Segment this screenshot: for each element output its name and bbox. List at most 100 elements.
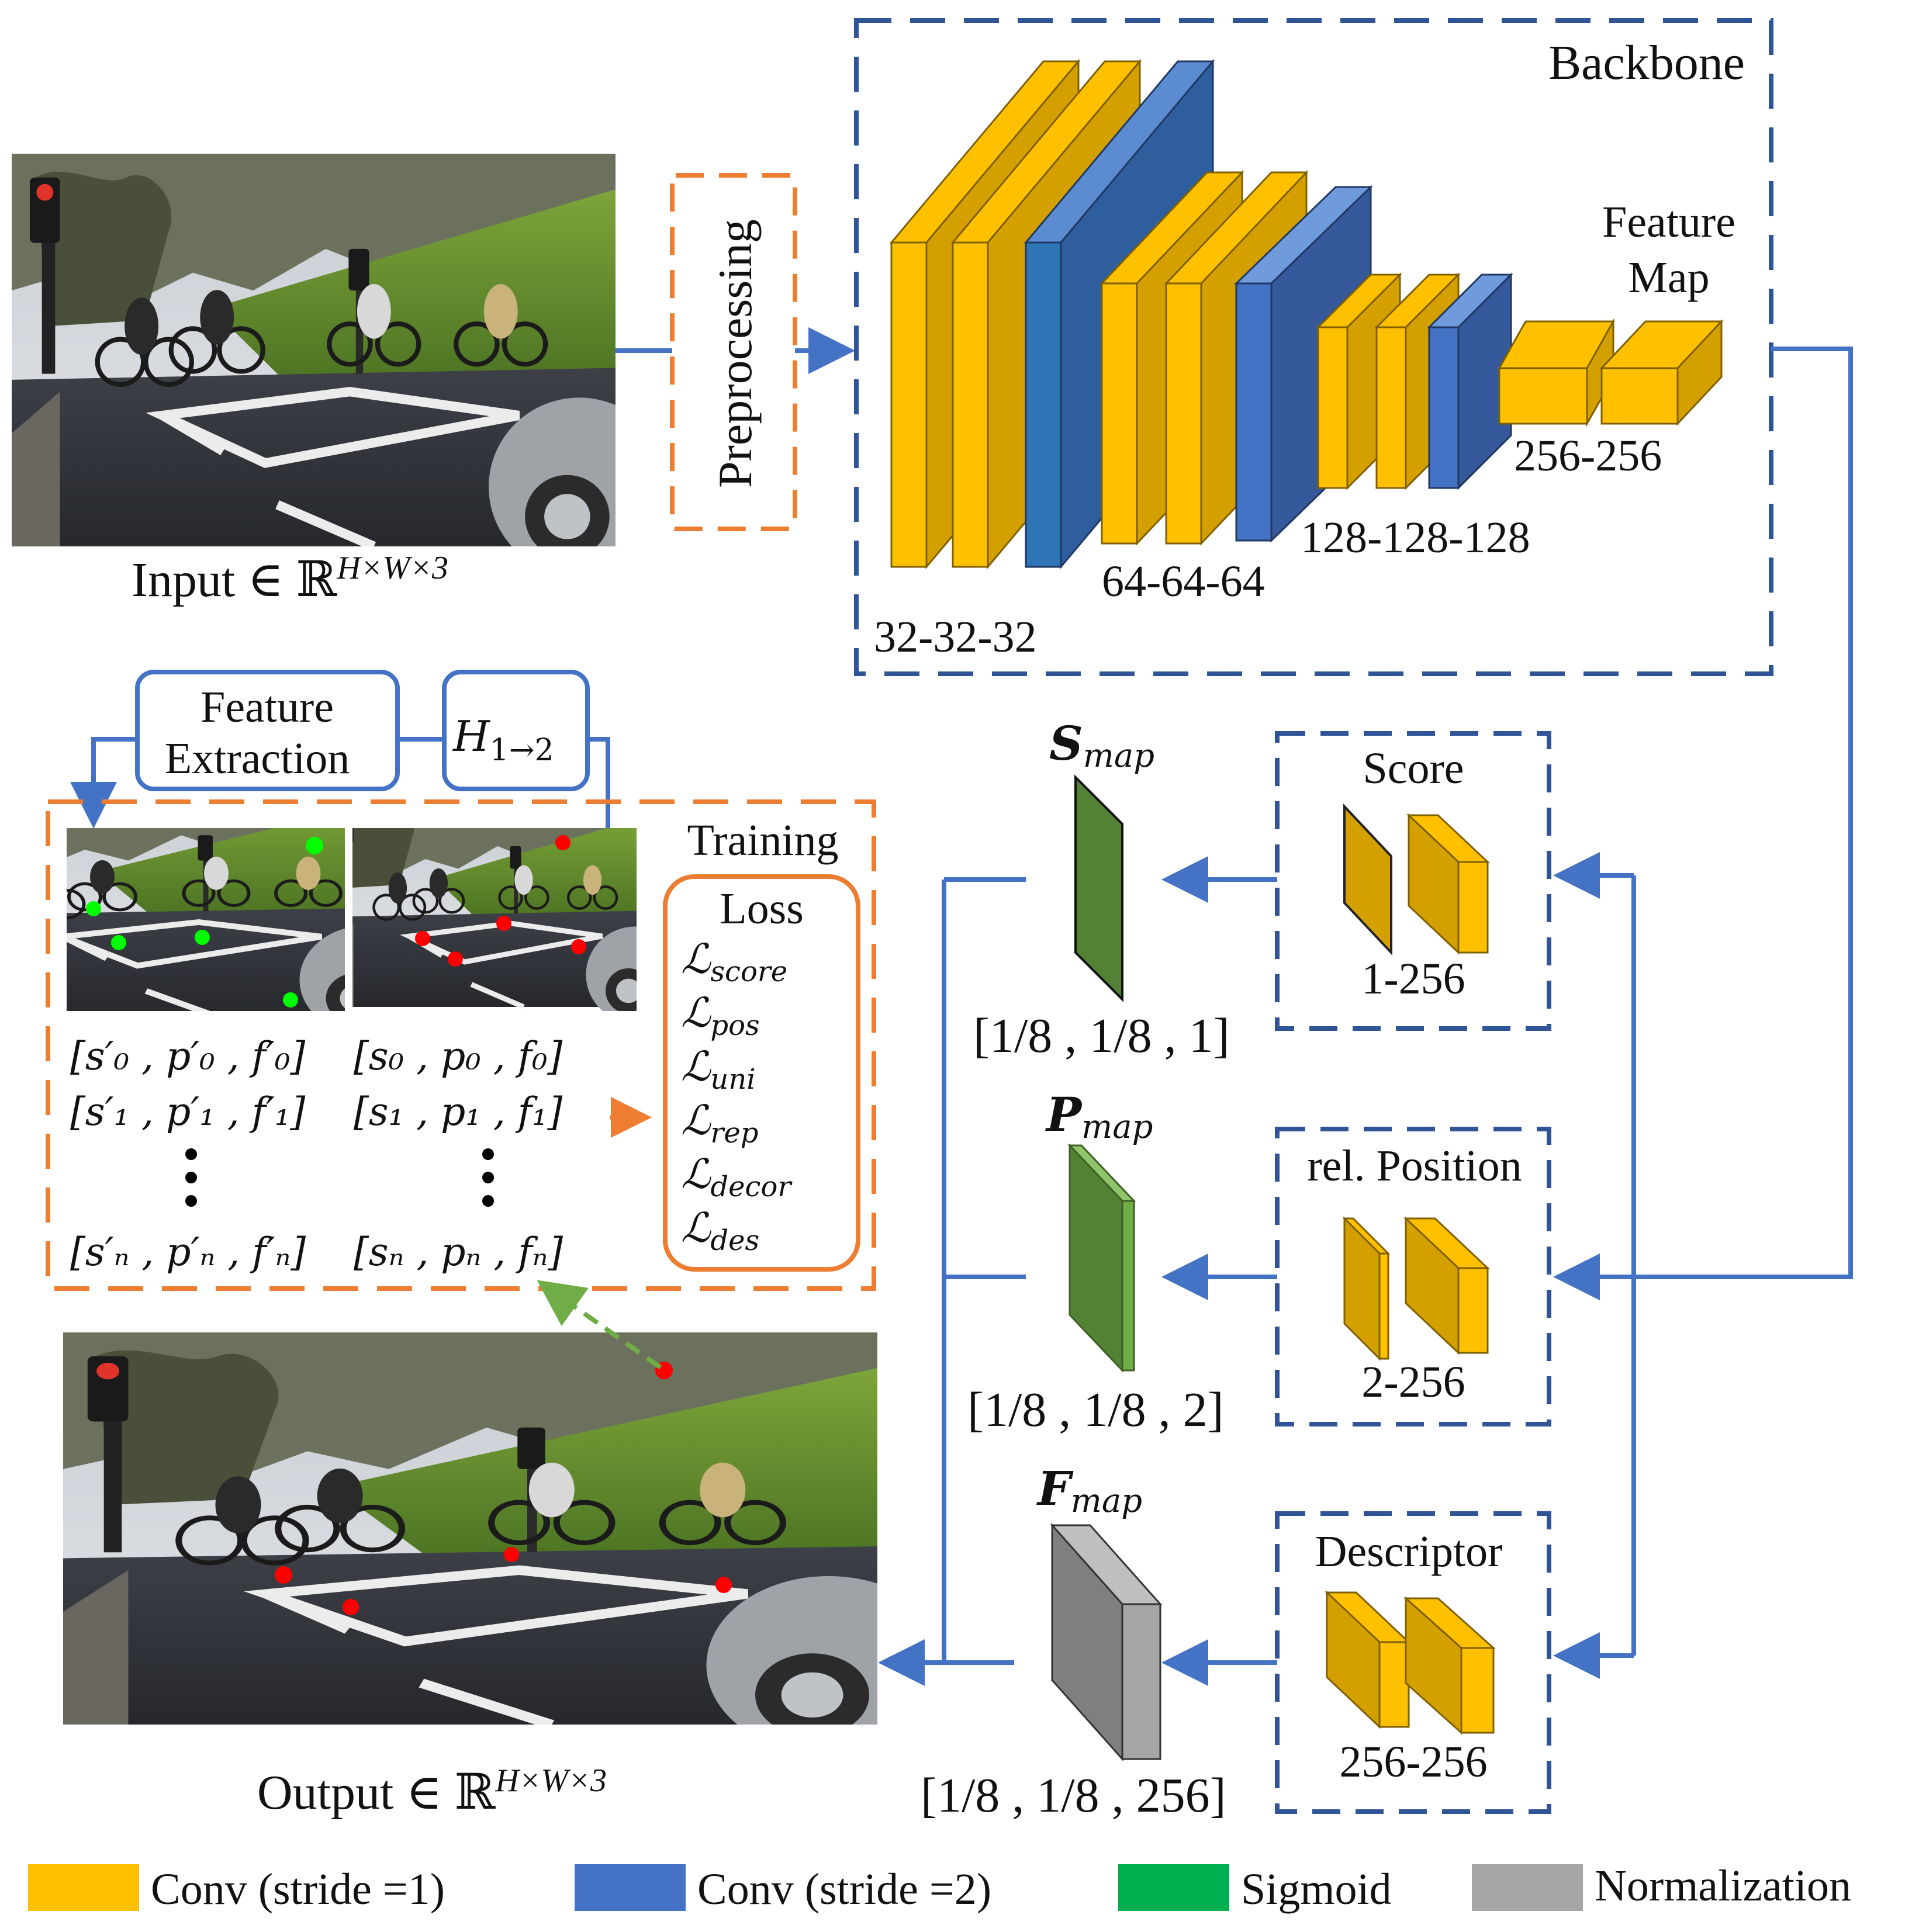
score-head-layers xyxy=(1343,803,1490,956)
position-map-symbol: Pmap xyxy=(1045,1087,1153,1146)
loss-box xyxy=(663,874,860,1272)
tuple-right-0: [s₀ , p₀ , f₀] xyxy=(354,1034,563,1079)
keypoint xyxy=(195,930,210,945)
legend-label: Normalization xyxy=(1595,1861,1851,1910)
loss-terms: ℒscore ℒpos ℒuni ℒrep ℒdecor ℒdes xyxy=(681,935,793,1257)
conv1-layer xyxy=(1342,1216,1391,1361)
homography-box xyxy=(442,670,590,791)
keypoint xyxy=(86,901,101,916)
feature-extraction-label-line2: Extraction xyxy=(165,734,350,783)
score-head-title: Score xyxy=(1363,744,1464,793)
keypoint xyxy=(343,1599,359,1615)
conv2-layer xyxy=(1427,272,1513,490)
loss-rep: ℒrep xyxy=(681,1096,759,1149)
feature-extraction-label: Feature xyxy=(200,683,334,732)
tuple-right-1: [s₁ , p₁ , f₁] xyxy=(354,1089,563,1134)
descriptor-head-title: Descriptor xyxy=(1315,1527,1503,1576)
loss-des: ℒdes xyxy=(681,1204,759,1257)
left-ellipsis xyxy=(185,1148,197,1207)
descriptor-head-channels: 256-256 xyxy=(1339,1737,1487,1786)
legend-swatch xyxy=(1118,1864,1229,1911)
stage-32-block xyxy=(889,58,1215,570)
descriptor-head-box xyxy=(1275,1511,1551,1814)
loss-title: Loss xyxy=(720,884,804,933)
keypoints-red-train xyxy=(415,835,586,967)
conv1-layer xyxy=(1599,319,1724,426)
loss-decor: ℒdecor xyxy=(681,1150,793,1203)
maps-collector xyxy=(878,877,1026,1686)
input-label: Input ∈ ℝH×W×3 xyxy=(132,550,448,607)
keypoint xyxy=(283,992,298,1007)
training-box xyxy=(46,799,876,1291)
position-map-shape: [1/8 , 1/8 , 2] xyxy=(967,1383,1224,1437)
stage-label-128: 128-128-128 xyxy=(1301,513,1530,562)
descriptor-map-shape: [1/8 , 1/8 , 256] xyxy=(921,1768,1226,1823)
keypoint xyxy=(448,951,463,967)
stage-label-256: 256-256 xyxy=(1514,431,1662,480)
stage-128-block xyxy=(1316,272,1513,490)
right-descriptor-tuples: [s₀ , p₀ , f₀] [s₁ , p₁ , f₁] [sₙ , pₙ ,… xyxy=(354,1034,563,1275)
conv1-layer xyxy=(1325,1590,1411,1729)
score-map-shape: [1/8 , 1/8 , 1] xyxy=(973,1009,1230,1063)
loss-uni: ℒuni xyxy=(681,1043,756,1096)
descriptor-head-layers xyxy=(1325,1590,1496,1735)
legend-swatch xyxy=(575,1864,686,1911)
backbone-title: Backbone xyxy=(1548,36,1745,90)
preprocessing-box xyxy=(670,173,797,531)
keypoint xyxy=(111,935,126,950)
conv1-layer xyxy=(1406,813,1490,955)
conv1-layer xyxy=(1343,803,1392,956)
score-head-channels: 1-256 xyxy=(1361,954,1465,1003)
position-map-sigmoid xyxy=(1067,1143,1136,1373)
tuple-left-0: [s′₀ , p′₀ , f′₀] xyxy=(70,1034,306,1079)
keypoint xyxy=(571,939,586,954)
position-head-box xyxy=(1275,1127,1551,1427)
legend-swatch xyxy=(28,1864,139,1911)
conv1-layer xyxy=(1403,1596,1496,1735)
keypoint xyxy=(306,837,323,854)
keypoint xyxy=(715,1577,732,1593)
stage-label-64: 64-64-64 xyxy=(1102,557,1265,606)
legend-item-conv1: Conv (stride =1) xyxy=(28,1864,445,1914)
homography-label: H1→2 xyxy=(452,712,554,768)
loss-pos: ℒpos xyxy=(681,989,760,1042)
training-image-right xyxy=(327,795,684,1023)
position-head-channels: 2-256 xyxy=(1361,1358,1465,1407)
legend-label: Conv (stride =2) xyxy=(697,1865,991,1914)
input-image xyxy=(12,154,670,576)
descriptor-map-symbol: Fmap xyxy=(1036,1461,1142,1520)
feature-map-label: Feature xyxy=(1602,198,1735,247)
keypoint xyxy=(415,931,430,946)
score-map-symbol: Smap xyxy=(1049,716,1154,775)
conv2-layer xyxy=(1234,185,1373,543)
score-map-sigmoid xyxy=(1074,774,1123,1002)
preprocessing-label: Preprocessing xyxy=(708,219,762,488)
keypoint xyxy=(496,916,511,931)
right-ellipsis xyxy=(482,1148,494,1207)
conv1-layer xyxy=(1403,1216,1490,1355)
stage-256-block xyxy=(1498,318,1724,427)
keypoints-green xyxy=(86,837,323,1007)
descriptor-map-normalization xyxy=(1050,1523,1163,1761)
legend: Conv (stride =1) Conv (stride =2) Sigmoi… xyxy=(28,1861,1851,1914)
loss-score: ℒscore xyxy=(681,935,787,988)
stage-label-32: 32-32-32 xyxy=(874,612,1037,662)
feature-map-label-line2: Map xyxy=(1628,253,1709,302)
keypoint xyxy=(555,835,571,850)
tuple-right-n: [sₙ , pₙ , fₙ] xyxy=(354,1230,563,1275)
position-head-layers xyxy=(1342,1216,1490,1361)
feature-map-connector xyxy=(1553,347,1853,1679)
keypoint xyxy=(504,1547,519,1562)
legend-item-sigmoid: Sigmoid xyxy=(1118,1864,1392,1914)
training-title: Training xyxy=(687,816,838,865)
legend-label: Sigmoid xyxy=(1241,1865,1392,1914)
conv1-layer xyxy=(1498,318,1615,427)
keypoint xyxy=(275,1566,292,1584)
output-image xyxy=(63,1332,950,1754)
position-head-title: rel. Position xyxy=(1307,1141,1522,1190)
output-label: Output ∈ ℝH×W×3 xyxy=(257,1763,607,1820)
feature-extraction-box xyxy=(135,670,400,791)
legend-item-conv2: Conv (stride =2) xyxy=(575,1864,991,1914)
legend-item-normalization: Normalization xyxy=(1472,1861,1851,1911)
